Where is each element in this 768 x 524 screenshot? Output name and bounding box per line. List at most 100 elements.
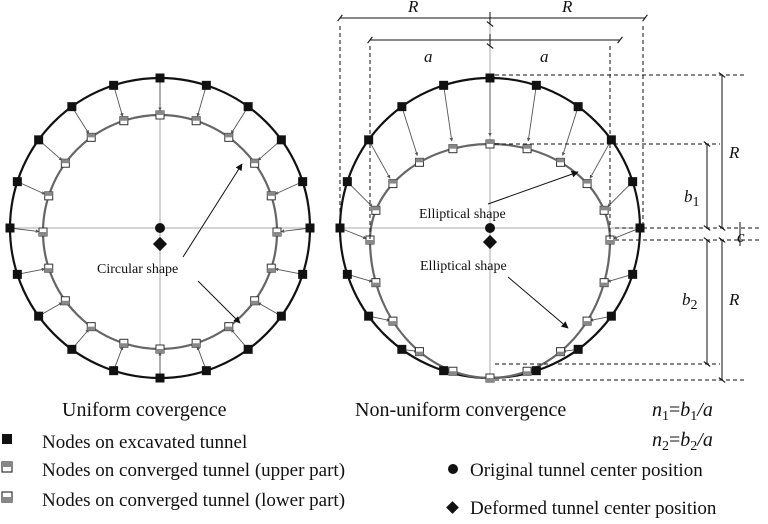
- displacement-arrow: [561, 106, 579, 156]
- displacement-arrow: [443, 85, 454, 142]
- dim-R-side-lower: R: [728, 290, 740, 309]
- displacement-arrow: [71, 106, 90, 134]
- displacement-arrow: [274, 181, 303, 195]
- dim-R-top-right: R: [561, 0, 573, 16]
- converged-node-upper: [599, 205, 609, 215]
- dim-R-side-upper: R: [728, 143, 740, 162]
- deformed-center-diamond: [152, 236, 168, 252]
- displacement-arrow: [368, 139, 391, 179]
- converged-node-upper: [485, 139, 495, 149]
- excavated-node: [628, 177, 638, 187]
- converged-node-upper: [582, 179, 592, 189]
- excavated-node: [439, 366, 449, 376]
- converged-node-upper: [119, 116, 129, 126]
- converged-node-upper: [388, 179, 398, 189]
- legend-deformed-center-label: Deformed tunnel center position: [470, 498, 717, 519]
- displacement-arrow: [401, 106, 419, 156]
- converged-node-lower: [414, 347, 424, 357]
- excavated-node: [439, 80, 449, 90]
- excavated-node: [364, 135, 374, 145]
- formula-n1: n1=b1/a: [652, 399, 713, 424]
- deformed-center-diamond: [482, 234, 498, 250]
- converged-node-lower: [599, 278, 609, 288]
- converged-node-lower: [266, 263, 276, 273]
- dim-a-left: a: [424, 47, 433, 66]
- non-uniform-convergence-panel: R R a a R R b1 b2 c Elliptical shape Ell…: [335, 0, 760, 421]
- legend: Nodes on excavated tunnel Nodes on conve…: [1, 432, 717, 519]
- excavated-node: [276, 311, 286, 321]
- converged-node-upper: [266, 191, 276, 201]
- converged-node-lower: [60, 296, 70, 306]
- converged-node-lower: [191, 338, 201, 348]
- legend-original-center-label: Original tunnel center position: [470, 460, 703, 481]
- excavated-node: [342, 177, 352, 187]
- dim-b1: b1: [684, 187, 700, 210]
- excavated-node: [155, 73, 165, 83]
- circular-shape-label: Circular shape: [97, 262, 178, 277]
- excavated-node: [276, 135, 286, 145]
- excavated-node: [397, 344, 407, 354]
- converged-node-lower: [582, 316, 592, 326]
- legend-original-center-marker: [448, 464, 458, 474]
- converged-node-lower: [250, 296, 260, 306]
- dim-b2: b2: [682, 290, 698, 313]
- legend-excavated-label: Nodes on excavated tunnel: [42, 432, 247, 453]
- excavated-node: [305, 223, 315, 233]
- converged-node-lower: [38, 227, 48, 237]
- legend-excavated-marker: [2, 434, 12, 444]
- displacement-arrow: [526, 85, 537, 142]
- excavated-node: [109, 80, 119, 90]
- converged-node-lower: [155, 344, 165, 354]
- converged-node-lower: [556, 347, 566, 357]
- converged-node-upper: [448, 144, 458, 154]
- legend-lower-marker: [1, 491, 13, 503]
- excavated-node: [298, 177, 308, 187]
- excavated-node: [5, 223, 15, 233]
- displacement-arrow: [589, 139, 612, 179]
- converged-node-lower: [86, 322, 96, 332]
- dimension-lines: [337, 12, 760, 383]
- excavated-node: [201, 366, 211, 376]
- excavated-node: [573, 344, 583, 354]
- converged-node-lower: [448, 366, 458, 376]
- excavated-node: [335, 223, 345, 233]
- excavated-node: [201, 80, 211, 90]
- excavated-node: [531, 366, 541, 376]
- dim-R-top-left: R: [407, 0, 419, 16]
- dim-c: c: [737, 227, 745, 246]
- converged-node-lower: [119, 338, 129, 348]
- converged-node-lower: [224, 322, 234, 332]
- excavated-node: [606, 311, 616, 321]
- converged-node-lower: [388, 316, 398, 326]
- excavated-node: [109, 366, 119, 376]
- excavated-node: [34, 311, 44, 321]
- formula-n2: n2=b2/a: [652, 429, 713, 454]
- legend-upper-marker: [1, 461, 13, 473]
- converged-node-upper: [86, 132, 96, 142]
- excavated-node: [485, 73, 495, 83]
- dim-a-right: a: [540, 47, 549, 66]
- converged-node-lower: [272, 227, 282, 237]
- excavated-node: [243, 344, 253, 354]
- excavated-node: [364, 311, 374, 321]
- converged-node-upper: [414, 157, 424, 167]
- excavated-node: [298, 269, 308, 279]
- converged-node-lower: [44, 263, 54, 273]
- excavated-node: [12, 177, 22, 187]
- excavated-node: [34, 135, 44, 145]
- excavated-node: [606, 135, 616, 145]
- displacement-arrow: [113, 85, 124, 117]
- legend-lower-label: Nodes on converged tunnel (lower part): [42, 490, 345, 511]
- converged-tunnel-outline: [368, 142, 612, 380]
- excavated-node: [397, 102, 407, 112]
- elliptical-shape-label-lower: Elliptical shape: [420, 259, 507, 274]
- displacement-arrow: [280, 227, 311, 233]
- displacement-arrow: [9, 227, 40, 233]
- excavated-node: [12, 269, 22, 279]
- displacement-arrow: [196, 85, 207, 117]
- uniform-convergence-panel: Circular shape Uniform covergence: [5, 73, 315, 421]
- uniform-caption: Uniform covergence: [62, 399, 227, 421]
- displacement-arrows: [339, 78, 641, 373]
- excavated-node: [67, 102, 77, 112]
